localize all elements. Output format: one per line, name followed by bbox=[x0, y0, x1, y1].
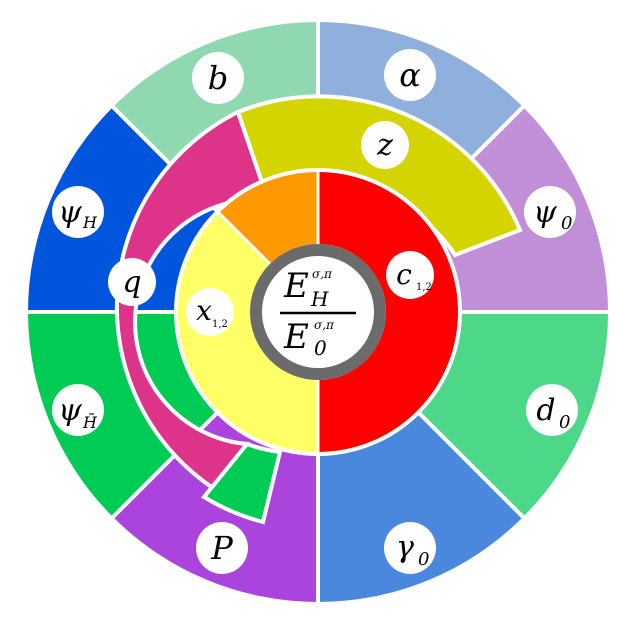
svg-text:1,2: 1,2 bbox=[212, 319, 228, 330]
center-hub: E H σ,π E 0 σ,π bbox=[250, 244, 386, 380]
svg-text:q: q bbox=[122, 265, 141, 300]
svg-text:H̄: H̄ bbox=[82, 411, 98, 432]
label-x: x 1,2 bbox=[186, 288, 234, 336]
svg-text:x: x bbox=[196, 294, 212, 327]
label-q: q bbox=[108, 258, 156, 306]
center-denominator-sub: 0 bbox=[314, 336, 327, 360]
svg-text:0: 0 bbox=[561, 213, 572, 234]
center-ring bbox=[250, 244, 386, 380]
label-psi0: ψ 0 bbox=[524, 186, 576, 238]
svg-text:P: P bbox=[210, 529, 233, 567]
label-d0: d 0 bbox=[526, 384, 578, 436]
label-z: z bbox=[361, 121, 409, 169]
center-numerator-base: E bbox=[283, 266, 309, 306]
center-numerator-sub: H bbox=[310, 287, 329, 311]
label-alpha: α bbox=[384, 49, 436, 101]
svg-text:α: α bbox=[399, 56, 421, 94]
center-denominator-base: E bbox=[283, 317, 309, 357]
center-numerator-sup: σ,π bbox=[312, 267, 333, 281]
labels: α ψ 0 d 0 γ 0 P ψ H̄ ψ H bbox=[52, 49, 578, 574]
svg-text:0: 0 bbox=[418, 549, 429, 570]
sector-c bbox=[318, 170, 460, 454]
label-P: P bbox=[196, 522, 248, 574]
svg-text:ψ: ψ bbox=[58, 195, 82, 230]
svg-text:0: 0 bbox=[559, 412, 570, 433]
label-b: b bbox=[192, 52, 244, 104]
sector-x bbox=[176, 212, 318, 454]
label-psiH: ψ H bbox=[52, 186, 104, 238]
svg-text:ψ: ψ bbox=[533, 195, 557, 230]
svg-text:ψ: ψ bbox=[58, 393, 82, 428]
label-psiHbar: ψ H̄ bbox=[52, 384, 104, 436]
sector-green-small bbox=[201, 441, 283, 525]
svg-text:z: z bbox=[376, 128, 393, 163]
svg-text:c: c bbox=[396, 258, 412, 291]
label-gamma0: γ 0 bbox=[384, 522, 436, 574]
svg-text:H: H bbox=[82, 213, 98, 232]
label-c: c 1,2 bbox=[386, 251, 434, 299]
svg-text:1,2: 1,2 bbox=[416, 282, 432, 293]
center-denominator-sup: σ,π bbox=[314, 318, 335, 332]
sector-q bbox=[114, 109, 271, 493]
svg-text:d: d bbox=[536, 393, 555, 428]
svg-text:b: b bbox=[208, 59, 228, 97]
svg-text:γ: γ bbox=[396, 530, 414, 565]
